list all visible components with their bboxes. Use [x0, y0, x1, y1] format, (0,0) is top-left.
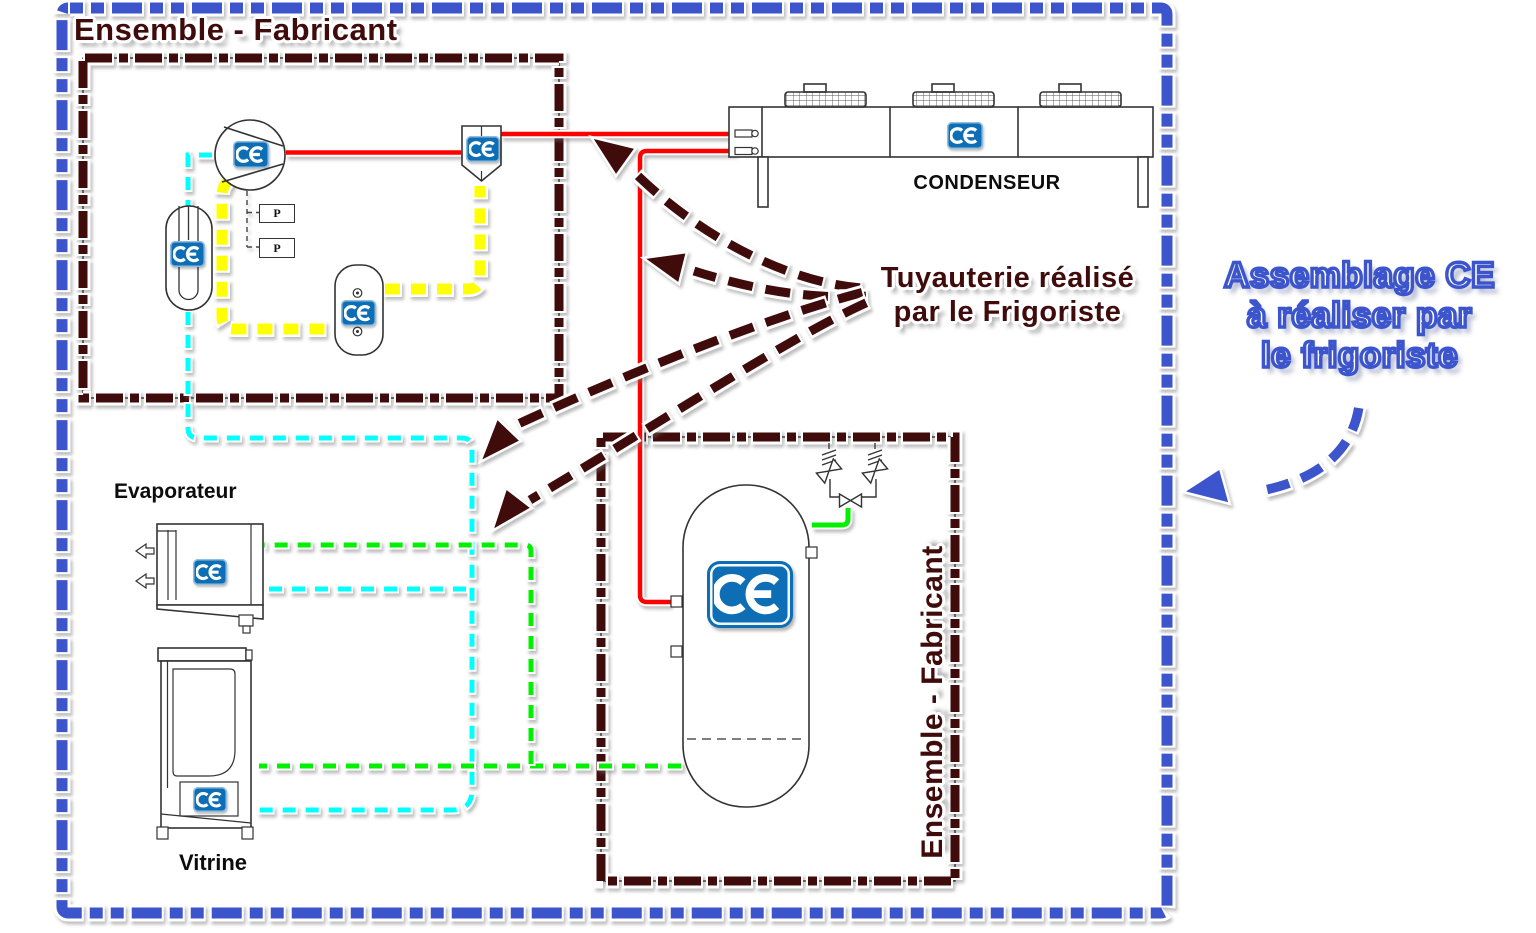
ce-badge: [466, 136, 500, 162]
piping-note-line1: Tuyauterie réalisé: [880, 262, 1135, 294]
ce-badge: [170, 241, 205, 267]
vitrine-symbol: [156, 647, 254, 840]
ce-mark-icon: [343, 304, 371, 322]
piping-note: Tuyauterie réalisé par le Frigoriste: [840, 261, 1175, 329]
equipment: [134, 83, 1154, 840]
airflow-arrow-icon: [134, 572, 155, 590]
assembly-note-line3: le frigoriste: [1259, 334, 1459, 376]
ce-mark-icon: [195, 791, 222, 808]
receiver-unit-border: [593, 429, 963, 889]
condenser-symbol: [728, 83, 1154, 208]
airflow-arrow-icon: [134, 542, 155, 560]
assembly-boundary-border: [53, 0, 1176, 922]
green-pipe: [259, 508, 853, 771]
arrowhead-icon: [477, 415, 524, 465]
assembly-note-line2: à réaliser par: [1245, 294, 1473, 336]
ce-mark-icon: [172, 245, 200, 263]
pressure-switch-hp: P: [259, 204, 295, 223]
arrowhead-icon: [639, 250, 689, 287]
ce-badge: [193, 559, 227, 585]
pressure-switch-links: [246, 191, 259, 248]
receiver-tank-symbol: [670, 484, 818, 808]
ce-mark-icon: [949, 127, 978, 144]
ce-mark-icon: [235, 146, 264, 163]
assembly-note-line1: Assemblage CE: [1222, 254, 1496, 296]
piping: [183, 129, 853, 815]
evaporator-symbol: [134, 523, 264, 634]
ce-badge: [707, 561, 793, 628]
ce-mark-icon: [468, 141, 495, 157]
evaporator-label: Evaporateur: [114, 480, 237, 503]
piping-note-line2: par le Frigoriste: [893, 296, 1122, 328]
safety-valve-assembly: [815, 443, 889, 508]
ce-badge: [341, 300, 376, 326]
piping-note-arrows: [477, 135, 872, 534]
manufacturer-unit-border: [75, 50, 567, 406]
manufacturer-unit-title: Ensemble - Fabricant: [74, 12, 398, 47]
cyan-pipe: [183, 150, 477, 815]
ce-mark-icon: [713, 574, 780, 615]
vitrine-label: Vitrine: [178, 850, 248, 875]
ce-badge: [947, 122, 983, 149]
assembly-note-arrow: [1179, 404, 1367, 506]
ce-badge: [233, 141, 269, 168]
assembly-note: Assemblage CE à réaliser par le frigoris…: [1192, 254, 1527, 376]
yellow-pipe: [214, 172, 488, 337]
arrowhead-icon: [1179, 466, 1232, 506]
ce-mark-icon: [195, 564, 222, 580]
condenser-label: CONDENSEUR: [913, 172, 1061, 194]
arrowhead-icon: [489, 485, 535, 534]
ce-badge: [193, 787, 227, 812]
pressure-switch-lp: P: [259, 238, 295, 258]
arrowhead-icon: [588, 135, 639, 179]
receiver-unit-title: Ensemble - Fabricant: [916, 545, 949, 859]
